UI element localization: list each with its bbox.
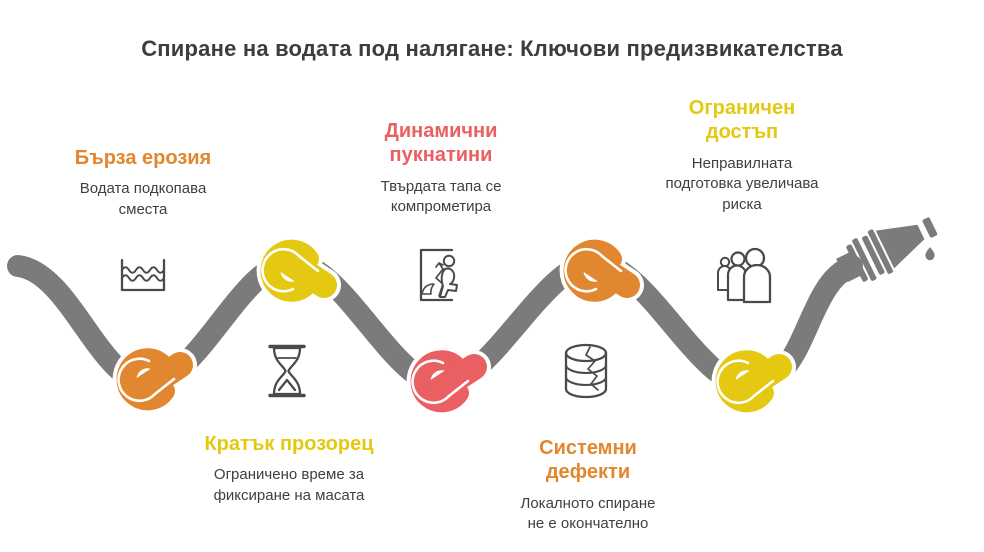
people-group-icon (717, 247, 772, 304)
challenge-description: Водата подкопава сместа (79, 180, 207, 219)
page-title: Спиране на водата под налягане: Ключови … (141, 36, 843, 61)
database-icon (564, 343, 608, 399)
hose-nozzle (836, 217, 938, 283)
challenge-label-defects: Системни дефекти Локалното спиране не е … (513, 436, 663, 535)
knot-window (256, 235, 341, 306)
challenge-heading: Динамични пукнатини (384, 120, 498, 167)
knot-cracks (406, 346, 491, 417)
challenge-description: Локалното спиране не е окончателно (520, 494, 656, 533)
challenge-description: Твърдата тапа се компрометира (380, 177, 502, 216)
hourglass-icon (268, 344, 306, 398)
challenge-label-cracks: Динамични пукнатини Твърдата тапа се ком… (366, 119, 516, 218)
challenge-heading: Ограничен достъп (688, 97, 796, 144)
challenge-description: Неправилната подготовка увеличава риска (665, 154, 819, 214)
knot-access (711, 346, 796, 417)
challenge-label-window: Кратък прозорец Ограничено време за фикс… (199, 432, 379, 507)
knot-defects (559, 235, 644, 306)
challenge-label-access: Ограничен достъп Неправилната подготовка… (660, 96, 825, 216)
challenge-heading: Системни дефекти (539, 437, 637, 484)
door-crack-icon (419, 248, 458, 302)
water-droplet-icon (925, 247, 935, 261)
challenge-heading: Кратък прозорец (204, 433, 374, 455)
knot-erosion (112, 344, 197, 415)
challenge-label-erosion: Бърза ерозия Водата подкопава сместа (73, 146, 213, 221)
challenge-description: Ограничено време за фиксиране на масата (213, 466, 365, 505)
challenge-heading: Бърза ерозия (74, 147, 212, 169)
water-basin-icon (120, 258, 166, 292)
